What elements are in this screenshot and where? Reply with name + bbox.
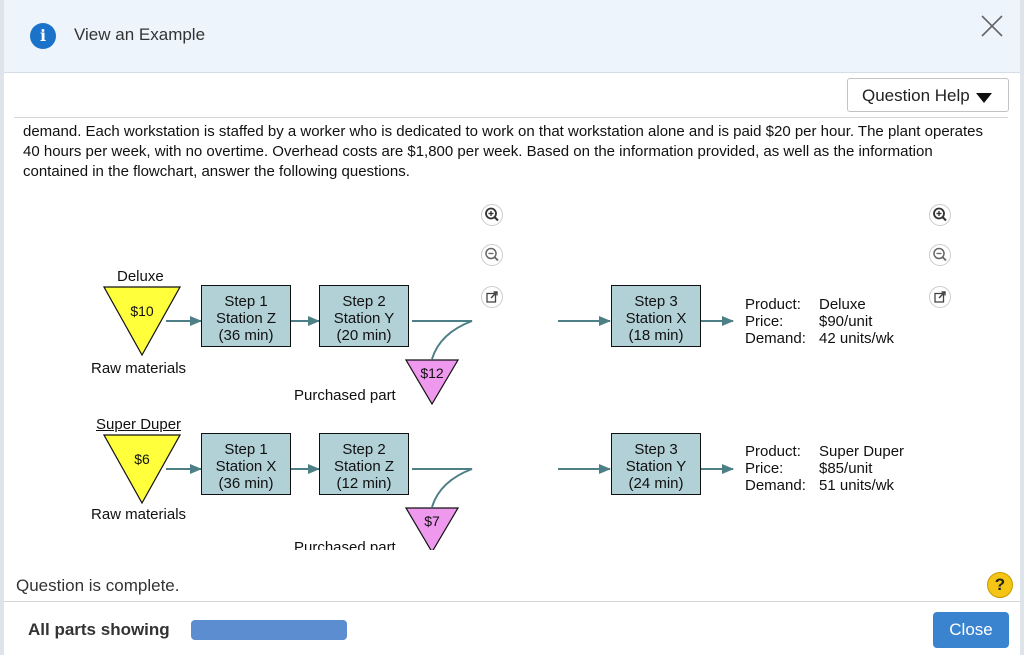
info-icon: i: [30, 23, 56, 49]
caret-down-icon: [976, 93, 992, 103]
dialog-header: i View an Example: [4, 0, 1020, 73]
zoom-out-icon[interactable]: [929, 244, 951, 266]
flow-connectors: [166, 316, 734, 508]
purchased-part-label: Purchased part: [294, 539, 396, 550]
station-label: Station X: [215, 458, 277, 475]
question-help-button[interactable]: Question Help: [847, 78, 1009, 112]
purchased-part-triangle: $12: [405, 359, 459, 405]
price-value: $85/unit: [819, 460, 873, 477]
zoom-in-icon[interactable]: [481, 204, 503, 226]
demand-key: Demand:: [745, 477, 806, 494]
close-icon[interactable]: [980, 14, 1004, 38]
open-external-icon[interactable]: [481, 286, 503, 308]
step-time: (36 min): [218, 327, 274, 344]
product-key: Product:: [745, 443, 801, 460]
purchased-part-triangle: $7: [405, 507, 459, 550]
dialog-footer: All parts showing Close: [4, 601, 1020, 656]
step-label: Step 2: [342, 441, 386, 458]
station-box: Step 3 Station X (18 min): [611, 285, 701, 347]
dialog-title: View an Example: [74, 25, 206, 44]
raw-cost-label: $6: [134, 451, 150, 467]
step-time: (36 min): [218, 475, 274, 492]
right-edge: [1020, 0, 1024, 655]
station-label: Station Y: [333, 310, 395, 327]
price-key: Price:: [745, 313, 784, 330]
zoom-out-icon[interactable]: [481, 244, 503, 266]
question-help-label: Question Help: [862, 86, 970, 105]
step-label: Step 2: [342, 293, 386, 310]
left-edge: [0, 0, 4, 655]
all-parts-label: All parts showing: [28, 620, 170, 639]
zoom-in-icon[interactable]: [929, 204, 951, 226]
station-box: Step 1 Station Z (36 min): [201, 285, 291, 347]
step-label: Step 1: [224, 293, 268, 310]
process-flowchart: Deluxe $10 Raw materials Step 1 Station …: [80, 255, 930, 550]
product-info-super-duper: Product: Super Duper Price: $85/unit Deman…: [745, 443, 904, 494]
help-icon[interactable]: ?: [987, 572, 1013, 598]
step-label: Step 3: [634, 441, 678, 458]
raw-materials-label: Raw materials: [91, 360, 187, 377]
open-external-icon[interactable]: [929, 286, 951, 308]
question-content: demand. Each workstation is staffed by a…: [14, 117, 1008, 565]
step-time: (24 min): [628, 475, 684, 492]
step-time: (20 min): [336, 327, 392, 344]
product-name-super-duper: Super Duper: [96, 416, 182, 433]
station-box: Step 2 Station Y (20 min): [319, 285, 409, 347]
step-label: Step 1: [224, 441, 268, 458]
price-key: Price:: [745, 460, 784, 477]
station-label: Station Y: [625, 458, 687, 475]
product-info-deluxe: Product: Deluxe Price: $90/unit Demand: 42 …: [745, 296, 894, 347]
product-value: Super Duper: [819, 443, 905, 460]
product-value: Deluxe: [819, 296, 866, 313]
close-button[interactable]: Close: [933, 612, 1009, 648]
station-label: Station X: [625, 310, 687, 327]
raw-materials-label: Raw materials: [91, 506, 187, 523]
question-status: Question is complete.: [16, 576, 180, 595]
step-label: Step 3: [634, 293, 678, 310]
product-name-deluxe: Deluxe: [117, 268, 164, 285]
step-time: (18 min): [628, 327, 684, 344]
station-box: Step 1 Station X (36 min): [201, 433, 291, 495]
demand-value: 42 units/wk: [819, 330, 895, 347]
demand-key: Demand:: [745, 330, 806, 347]
station-label: Station Z: [215, 310, 277, 327]
raw-materials-triangle: $6: [103, 434, 181, 504]
purchased-cost-label: $7: [424, 513, 440, 529]
demand-value: 51 units/wk: [819, 477, 895, 494]
raw-materials-triangle: $10: [103, 286, 181, 356]
progress-bar: [191, 620, 347, 640]
step-time: (12 min): [336, 475, 392, 492]
station-box: Step 3 Station Y (24 min): [611, 433, 701, 495]
purchased-part-label: Purchased part: [294, 387, 396, 404]
raw-cost-label: $10: [130, 303, 154, 319]
product-key: Product:: [745, 296, 801, 313]
purchased-cost-label: $12: [420, 365, 444, 381]
price-value: $90/unit: [819, 313, 873, 330]
station-box: Step 2 Station Z (12 min): [319, 433, 409, 495]
question-paragraph: demand. Each workstation is staffed by a…: [23, 123, 984, 180]
station-label: Station Z: [333, 458, 395, 475]
